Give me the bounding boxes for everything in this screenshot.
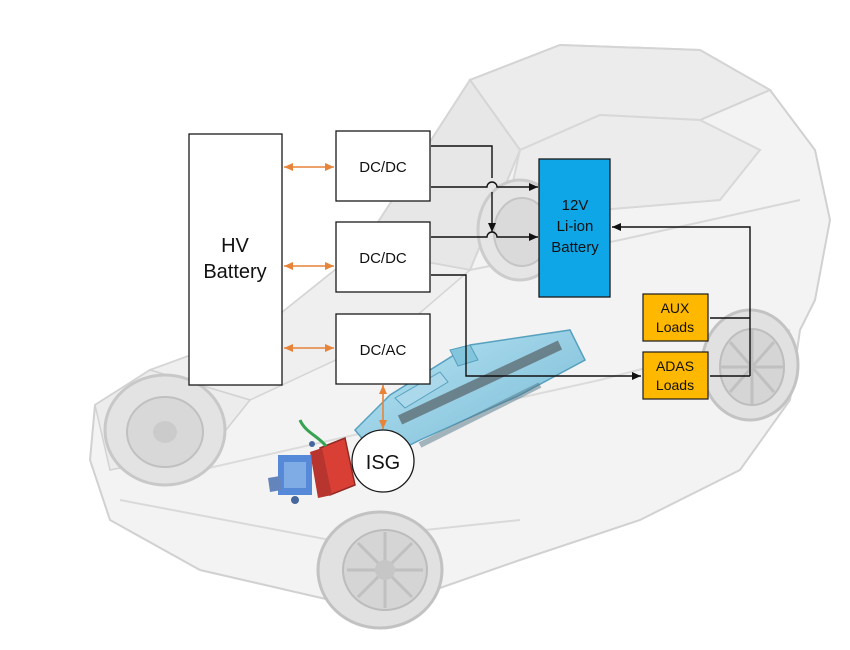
lv-battery-label-line3: Battery bbox=[551, 239, 599, 256]
lv-battery-label-line1: 12V bbox=[562, 197, 589, 214]
hv-battery-block: HV Battery bbox=[188, 133, 283, 386]
wheel-front-left bbox=[103, 373, 227, 487]
hv-battery-pack bbox=[353, 329, 586, 461]
lv-battery-label-line2: Li-ion bbox=[557, 218, 594, 235]
dcdc-top-label: DC/DC bbox=[359, 159, 407, 176]
link-dcdc-top-to-lv-battery-a bbox=[431, 145, 493, 178]
link-dcdc-top-to-lv-battery-b bbox=[431, 181, 538, 191]
engine-assembly bbox=[268, 419, 356, 504]
dcac-label: DC/AC bbox=[360, 342, 407, 359]
adas-loads-label-line2: Loads bbox=[656, 377, 694, 393]
link-dcdc-mid-to-adas bbox=[431, 274, 641, 380]
hv-battery-label-line2: Battery bbox=[203, 261, 266, 283]
hv-battery-label-line1: HV bbox=[221, 235, 249, 257]
adas-loads-label-line1: ADAS bbox=[656, 358, 694, 374]
adas-loads-block: ADAS Loads bbox=[642, 351, 709, 400]
dcac-block: DC/AC bbox=[335, 313, 431, 385]
aux-loads-label-line2: Loads bbox=[656, 319, 694, 335]
lv-battery-block: 12V Li-ion Battery bbox=[538, 158, 611, 298]
aux-loads-label-line1: AUX bbox=[661, 300, 690, 316]
lv-links bbox=[431, 145, 751, 380]
dcdc-mid-block: DC/DC bbox=[335, 221, 431, 293]
aux-loads-block: AUX Loads bbox=[642, 293, 709, 342]
power-links bbox=[284, 163, 387, 429]
wheel-front-right bbox=[316, 510, 444, 630]
dcdc-mid-label: DC/DC bbox=[359, 250, 407, 267]
link-loads-to-lv-battery bbox=[612, 223, 751, 376]
isg-node: ISG bbox=[351, 429, 415, 493]
link-dcdc-mid-to-lv-battery bbox=[431, 231, 538, 241]
isg-label: ISG bbox=[366, 452, 400, 474]
dcdc-top-block: DC/DC bbox=[335, 130, 431, 202]
